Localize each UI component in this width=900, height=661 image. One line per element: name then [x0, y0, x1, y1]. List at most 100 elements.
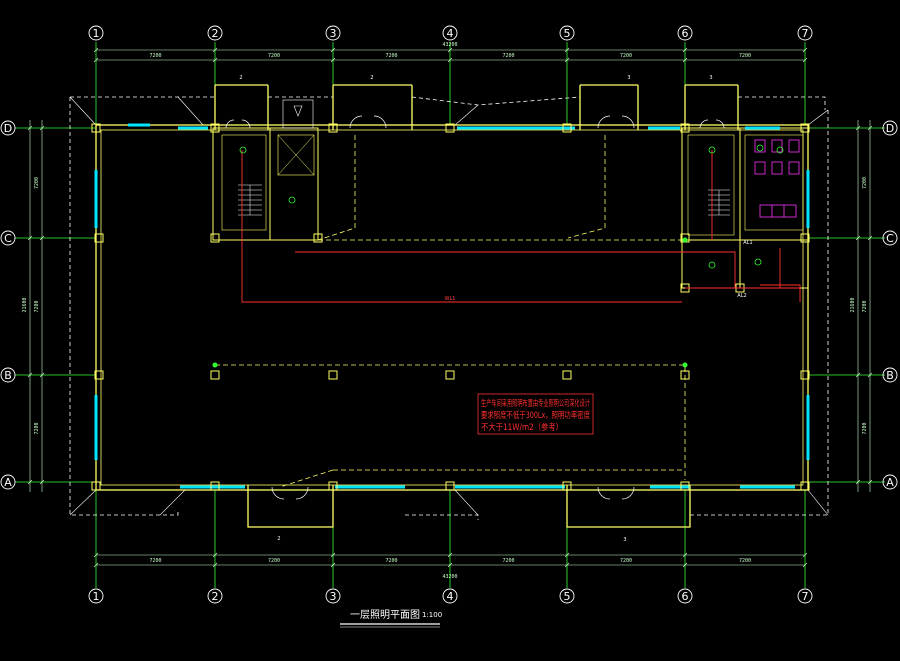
- dim-tick: [682, 47, 688, 53]
- column: [91, 481, 101, 491]
- grid-bubble-circle: [797, 25, 813, 41]
- dimension-value: 7200: [34, 300, 40, 312]
- column: [562, 481, 572, 491]
- grid-bubble-label: 4: [447, 590, 454, 603]
- dim-tick: [802, 552, 808, 558]
- lighting-circuits: [215, 135, 686, 488]
- door-tag: 3: [623, 537, 626, 543]
- grid-bubble-circle: [0, 474, 16, 490]
- grid-bubble: 3: [325, 588, 341, 604]
- column: [800, 370, 810, 380]
- grid-bubble: D: [882, 120, 898, 136]
- grid-bubble: 1: [88, 588, 104, 604]
- grid-bubble-label: 7: [802, 27, 809, 40]
- grid-bubble-circle: [559, 588, 575, 604]
- grid-bubble: A: [882, 474, 898, 490]
- dimension-value: 43200: [442, 42, 457, 48]
- grid-bubble-label: 7: [802, 590, 809, 603]
- column: [210, 481, 220, 491]
- lamp-point: [682, 237, 688, 243]
- grid-bubble-circle: [0, 230, 16, 246]
- dimension-value: 7200: [34, 177, 40, 189]
- dimension-value: 7200: [620, 53, 632, 59]
- dimension-value: 7200: [149, 53, 161, 59]
- grid-bubble-circle: [559, 25, 575, 41]
- grid-bubble-label: C: [886, 232, 894, 245]
- grid-bubble: 7: [797, 588, 813, 604]
- dimension-value: 7200: [862, 177, 868, 189]
- dim-tick: [39, 125, 45, 131]
- dim-tick: [867, 125, 873, 131]
- dim-tick: [93, 552, 99, 558]
- grid-bubble-label: 4: [447, 27, 454, 40]
- grid-bubble: 6: [677, 25, 693, 41]
- grid-bubble-label: 5: [564, 590, 571, 603]
- dim-tick: [564, 552, 570, 558]
- dim-tick: [867, 479, 873, 485]
- grid-bubble: A: [0, 474, 16, 490]
- panel-label: AL1: [743, 240, 752, 246]
- dim-tick: [330, 47, 336, 53]
- circuit-label: WL1: [445, 296, 456, 302]
- column: [328, 481, 338, 491]
- note-line: 生产车间采用照明布置由专业照明公司深化设计: [481, 398, 590, 409]
- dim-tick: [855, 235, 861, 241]
- grid-bubble-circle: [207, 25, 223, 41]
- grid-bubble-label: C: [4, 232, 12, 245]
- drawing-scale: 1:100: [422, 611, 442, 619]
- dimension-value: 43200: [442, 574, 457, 580]
- grid-bubble-circle: [442, 588, 458, 604]
- grid-bubble-circle: [882, 367, 898, 383]
- dim-tick: [682, 552, 688, 558]
- dim-tick: [93, 562, 99, 568]
- dim-tick: [564, 57, 570, 63]
- windows: [94, 123, 810, 489]
- grid-bubble-label: 5: [564, 27, 571, 40]
- dim-tick: [330, 562, 336, 568]
- grid-bubble-circle: [797, 588, 813, 604]
- grid-bubble-circle: [207, 588, 223, 604]
- grid-bubble: 6: [677, 588, 693, 604]
- dim-tick: [39, 235, 45, 241]
- grid-bubble: B: [0, 367, 16, 383]
- grid-bubble-circle: [677, 588, 693, 604]
- dim-tick: [855, 125, 861, 131]
- dimension-value: 7200: [502, 53, 514, 59]
- door-tags: 2 2 3 3 2 3 WL1 AL1 AL2: [239, 75, 752, 543]
- grid-bubble: 4: [442, 25, 458, 41]
- door-tag: 2: [370, 75, 373, 81]
- grid-bubble-label: 6: [682, 590, 689, 603]
- dim-tick: [447, 57, 453, 63]
- door-tag: 3: [627, 75, 630, 81]
- dimension-value: 7200: [385, 558, 397, 564]
- dim-tick: [682, 57, 688, 63]
- grid-bubble-circle: [0, 120, 16, 136]
- service-core-left: [212, 99, 319, 241]
- dimension-value: 7200: [502, 558, 514, 564]
- dim-tick: [330, 57, 336, 63]
- grid-bubble: 1: [88, 25, 104, 41]
- light-fixtures: [239, 144, 784, 269]
- grid-bubble-circle: [88, 588, 104, 604]
- grid-bubble: 2: [207, 25, 223, 41]
- grid-bubble: 4: [442, 588, 458, 604]
- dim-tick: [447, 47, 453, 53]
- dim-tick: [39, 479, 45, 485]
- column: [800, 481, 810, 491]
- grid-bubble-circle: [325, 588, 341, 604]
- dimension-value: 7200: [620, 558, 632, 564]
- dimension-value: 7200: [385, 53, 397, 59]
- dim-tick: [802, 57, 808, 63]
- dim-tick: [27, 479, 33, 485]
- column: [91, 123, 101, 133]
- column: [562, 123, 572, 133]
- dim-tick: [27, 235, 33, 241]
- grid-bubble-label: A: [886, 476, 894, 489]
- dimension-value: 7200: [149, 558, 161, 564]
- grid-bubble-circle: [882, 474, 898, 490]
- dim-tick: [802, 562, 808, 568]
- door-tag: 2: [277, 536, 280, 542]
- dimension-value: 7200: [862, 300, 868, 312]
- grid-bubble-label: D: [886, 122, 894, 135]
